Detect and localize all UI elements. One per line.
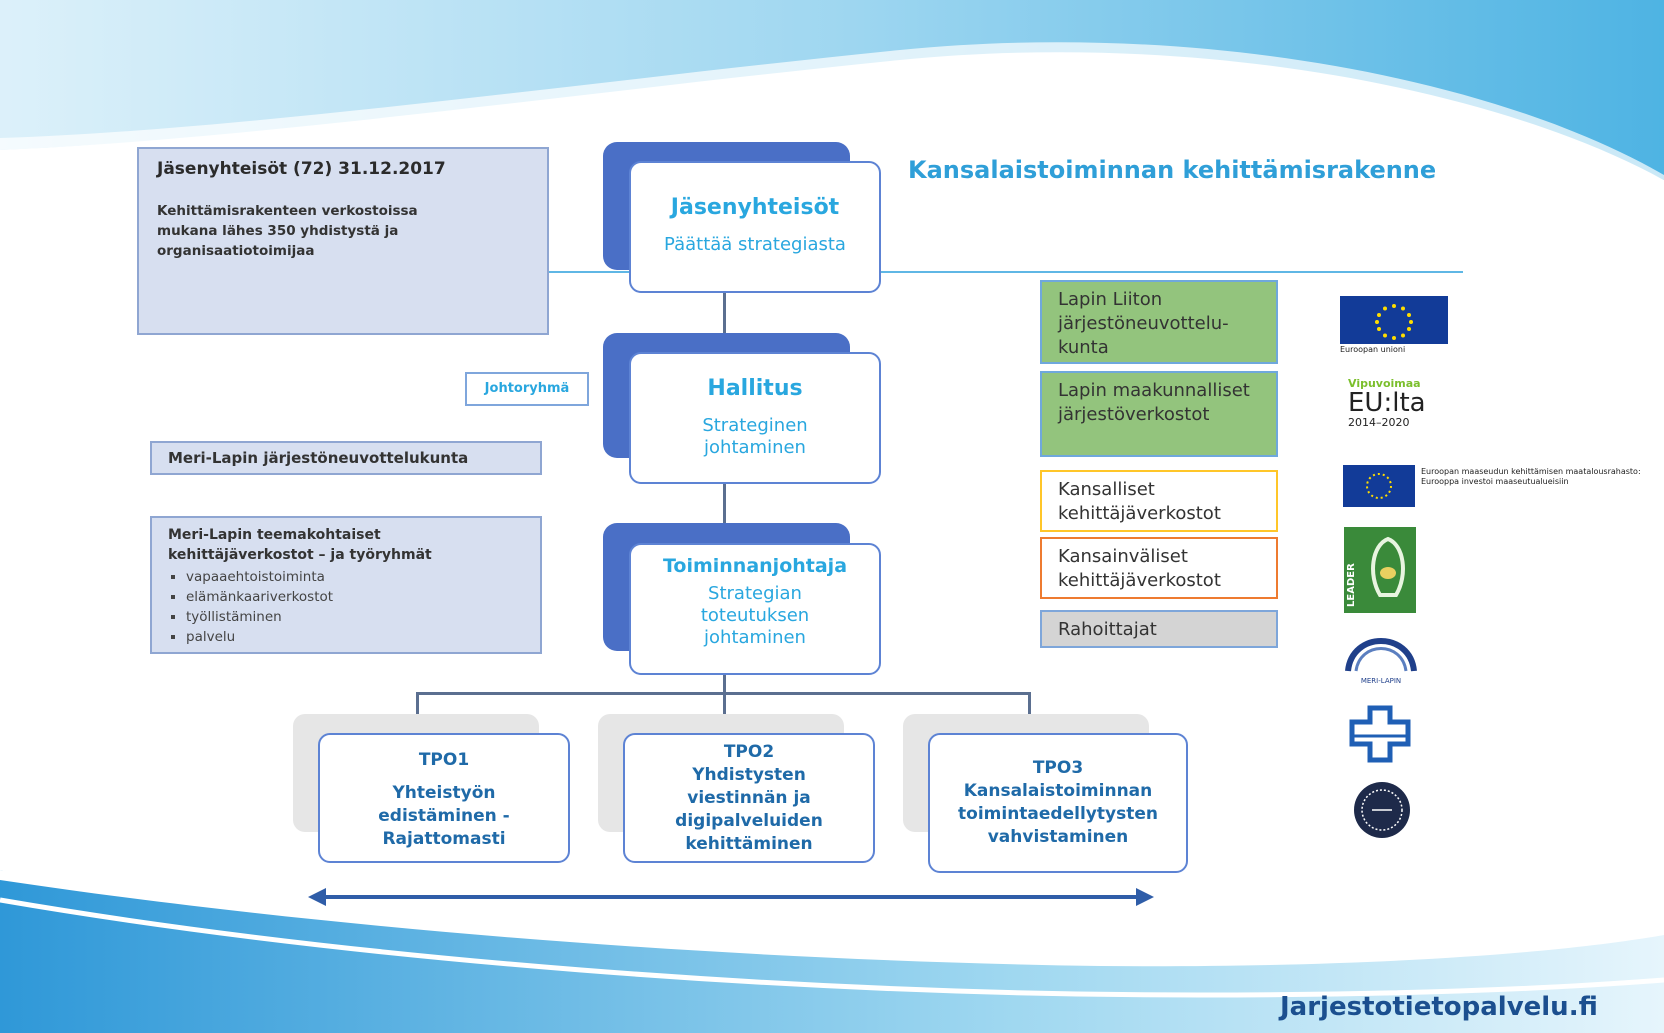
- network-box-lapin-liitto: Lapin Liiton järjestöneuvottelu-kunta: [1040, 280, 1278, 364]
- tpo2-code: TPO2: [723, 742, 775, 762]
- theme-networks-list: vapaaehtoistoiminta elämänkaariverkostot…: [168, 567, 524, 647]
- page-title: Kansalaistoiminnan kehittämisrakenne: [908, 156, 1437, 184]
- rural-fund-logo: Euroopan maaseudun kehittämisen maatalou…: [1343, 465, 1661, 509]
- tpo3-box: TPO3 Kansalaistoiminnan toimintaedellyty…: [928, 733, 1188, 873]
- connector-line: [723, 672, 726, 694]
- connector-line: [416, 692, 419, 732]
- tpo1-code: TPO1: [418, 750, 470, 770]
- meri-lappi-logo: MERI-LAPIN: [1342, 625, 1420, 687]
- board-title: Hallitus: [707, 376, 803, 401]
- members-box: Jäsenyhteisöt Päättää strategiasta: [629, 161, 881, 293]
- rural-fund-text: Euroopan maaseudun kehittämisen maatalou…: [1421, 467, 1641, 486]
- vipuvoimaa-logo: Vipuvoimaa EU:lta 2014–2020: [1348, 377, 1438, 429]
- list-item: elämänkaariverkostot: [186, 587, 524, 607]
- list-item: palvelu: [186, 627, 524, 647]
- arch-icon: [1345, 638, 1417, 672]
- members-subtitle: Päättää strategiasta: [664, 234, 846, 255]
- board-box: Hallitus Strateginen johtaminen: [629, 352, 881, 484]
- members-info-title: Jäsenyhteisöt (72) 31.12.2017: [157, 159, 446, 179]
- network-box-kansainvaliset: Kansainväliset kehittäjäverkostot: [1040, 537, 1278, 599]
- vipuvoimaa-text: Vipuvoimaa: [1348, 377, 1421, 390]
- list-item: vapaaehtoistoiminta: [186, 567, 524, 587]
- list-item: työllistäminen: [186, 607, 524, 627]
- tpo2-text: Yhdistysten viestinnän ja digipalveluide…: [675, 765, 823, 854]
- network-box-rahoittajat: Rahoittajat: [1040, 610, 1278, 648]
- tpo3-text: Kansalaistoiminnan toimintaedellytysten …: [958, 781, 1158, 847]
- director-subtitle: Strategian toteutuksen johtaminen: [700, 583, 810, 648]
- footer-site: Jarjestotietopalvelu.fi: [1280, 992, 1598, 1022]
- members-info-box: Jäsenyhteisöt (72) 31.12.2017 Kehittämis…: [137, 147, 549, 335]
- board-subtitle: Strateginen johtaminen: [702, 415, 808, 458]
- divider-line: [545, 271, 1463, 273]
- leader-text: LEADER: [1346, 563, 1357, 607]
- double-arrow-icon: [308, 888, 1154, 906]
- connector-line: [723, 292, 726, 356]
- theme-networks-box: Meri-Lapin teemakohtaiset kehittäjäverko…: [150, 516, 542, 654]
- network-box-kansalliset: Kansalliset kehittäjäverkostot: [1040, 470, 1278, 532]
- director-box: Toiminnanjohtaja Strategian toteutuksen …: [629, 543, 881, 675]
- network-box-maakunnalliset: Lapin maakunnalliset järjestöverkostot: [1040, 371, 1278, 457]
- meri-lappi-text: MERI-LAPIN: [1360, 677, 1402, 685]
- connector-line: [1028, 692, 1031, 732]
- years-text: 2014–2020: [1348, 416, 1410, 429]
- theme-networks-title: Meri-Lapin teemakohtaiset kehittäjäverko…: [168, 527, 432, 563]
- members-info-text: Kehittämisrakenteen verkostoissa mukana …: [157, 203, 418, 259]
- director-title: Toiminnanjohtaja: [662, 555, 848, 577]
- connector-line: [723, 483, 726, 547]
- tpo3-code: TPO3: [1032, 758, 1084, 778]
- eu-caption: Euroopan unioni: [1340, 345, 1406, 354]
- seal-logo-icon: [1354, 782, 1410, 838]
- connector-line: [723, 692, 726, 732]
- eu-flag-icon: [1340, 296, 1448, 344]
- tpo1-text: Yhteistyön edistäminen - Rajattomasti: [378, 783, 510, 849]
- leaf-icon: [1371, 536, 1405, 597]
- meri-lappi-council-box: Meri-Lapin järjestöneuvottelukunta: [150, 441, 542, 475]
- tpo2-box: TPO2 Yhdistysten viestinnän ja digipalve…: [623, 733, 875, 863]
- members-title: Jäsenyhteisöt: [670, 195, 840, 220]
- eu-flag-small-icon: [1343, 465, 1415, 507]
- leader-logo: LEADER: [1344, 527, 1416, 613]
- eu-flag-logo: Euroopan unioni: [1340, 296, 1448, 358]
- johtoryhma-label: Johtoryhmä: [465, 372, 589, 406]
- cross-logo-icon: [1349, 705, 1411, 763]
- tpo1-box: TPO1 Yhteistyön edistäminen - Rajattomas…: [318, 733, 570, 863]
- eu-lta-text: EU:lta: [1348, 388, 1426, 418]
